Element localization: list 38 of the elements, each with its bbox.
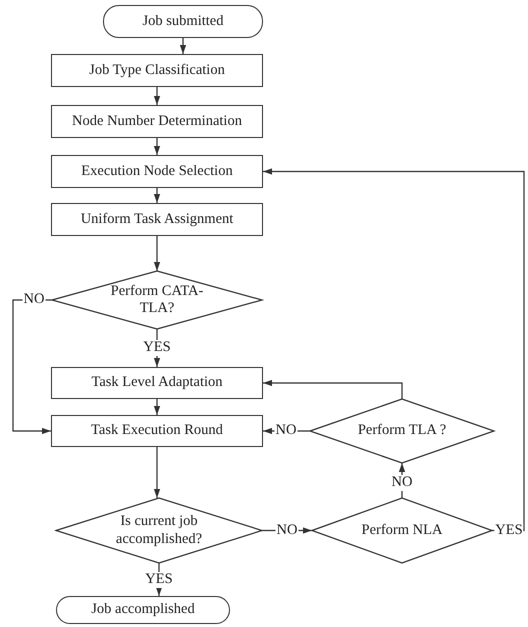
node-label: Node Number Determination — [72, 112, 242, 130]
node-label: Job Type Classification — [89, 62, 225, 80]
node-label: Execution Node Selection — [81, 162, 233, 180]
connector-arrow — [398, 463, 406, 498]
connector-arrow — [263, 168, 525, 532]
decision-diamond — [56, 498, 262, 563]
connector-arrow — [154, 447, 160, 498]
terminal-box — [56, 596, 230, 624]
connector-arrow — [154, 188, 160, 203]
decision-diamond — [310, 399, 494, 463]
node-label: Job submitted — [142, 12, 224, 30]
connector-arrow — [12, 299, 52, 434]
edge-label: NO — [390, 475, 414, 491]
process-box — [51, 105, 263, 138]
connector-arrow — [154, 87, 160, 105]
connector-arrow — [154, 399, 160, 415]
decision-diamond — [52, 271, 262, 329]
edge-label: YES — [144, 572, 174, 588]
connector-arrow — [180, 38, 186, 54]
process-box — [51, 54, 263, 87]
process-box — [51, 367, 263, 399]
process-box — [51, 155, 263, 188]
node-label: Job accomplished — [91, 601, 195, 619]
decision-diamond — [312, 498, 492, 563]
node-label: Perform CATA-TLA? — [110, 282, 204, 318]
process-box — [51, 415, 263, 447]
node-label: Task Level Adaptation — [91, 374, 223, 392]
node-label: Perform TLA ? — [358, 422, 446, 440]
connector-arrow — [154, 138, 160, 155]
node-label: Is current job accomplished? — [114, 513, 204, 548]
node-label: Task Execution Round — [91, 422, 223, 440]
connector-arrow — [263, 380, 403, 399]
edge-label: YES — [142, 340, 172, 356]
process-box — [51, 203, 263, 236]
node-label: Perform NLA — [362, 522, 442, 540]
node-label: Uniform Task Assignment — [80, 210, 234, 228]
connector-arrow — [154, 236, 160, 271]
terminal-box — [103, 5, 263, 38]
